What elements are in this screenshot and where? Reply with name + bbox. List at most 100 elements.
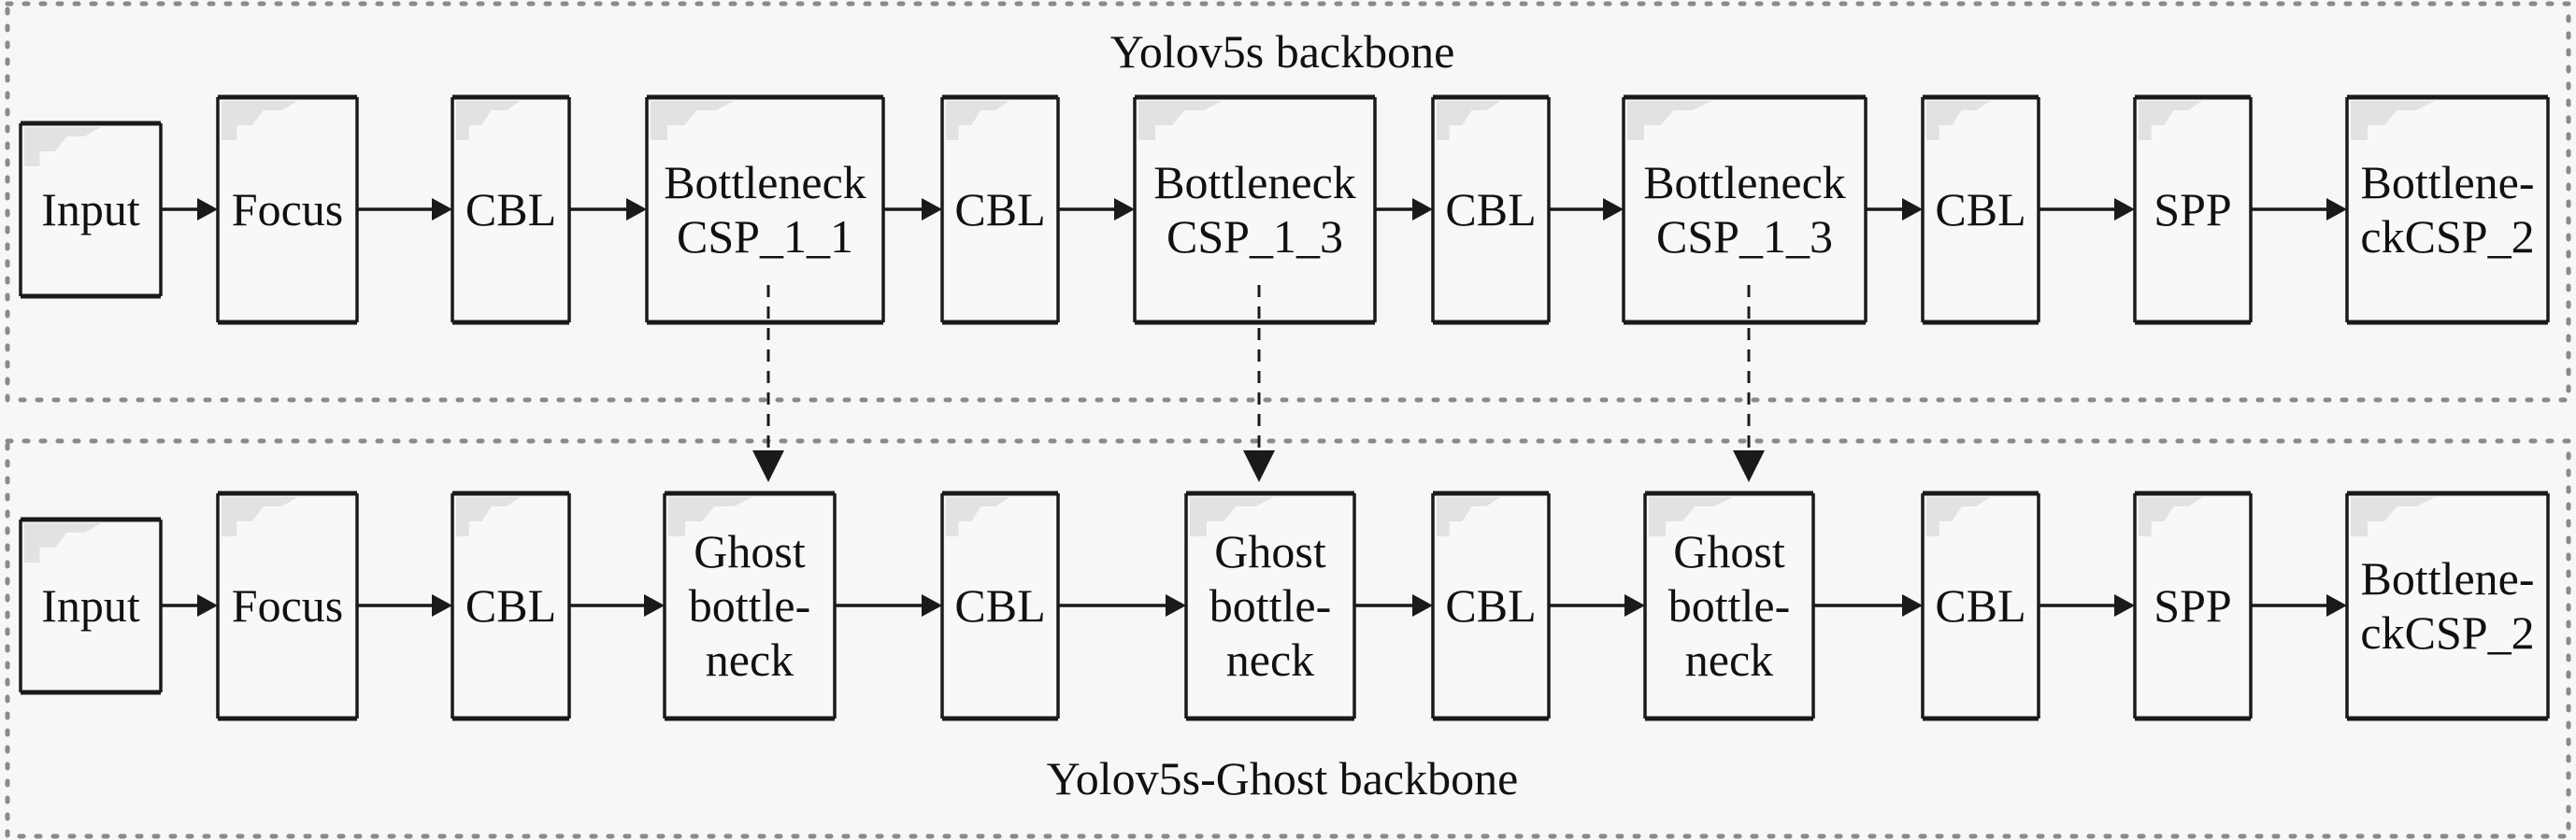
arrowhead-icon (2326, 198, 2347, 221)
node-label-line: CBL (1445, 183, 1536, 235)
corner-shade (946, 101, 1010, 140)
arrowhead-icon (197, 594, 218, 617)
arrowhead-icon (197, 198, 218, 221)
node-label: Bottlene-ckCSP_2 (2360, 156, 2534, 263)
replacement-t-bcsp-1-to-b-ghost-1 (752, 285, 784, 482)
node-b-input: Input (19, 517, 163, 695)
edge-t-bcsp-2-to-t-cbl-3 (1375, 198, 1433, 221)
corner-shade (2139, 101, 2203, 140)
flow-edges (161, 198, 2347, 617)
arrowhead-down-icon (752, 450, 784, 482)
corner-shade (2351, 101, 2435, 140)
node-b-spp: SPP (2133, 491, 2253, 721)
node-label-line: CSP_1_3 (1166, 210, 1343, 263)
node-b-cbl-1: CBL (451, 491, 571, 721)
edge-b-cbl-1-to-b-ghost-1 (569, 594, 665, 617)
bottom-panel-frame (5, 438, 2571, 839)
replacement-t-bcsp-3-to-b-ghost-3 (1733, 285, 1765, 482)
edge-b-cbl-3-to-b-ghost-3 (1549, 594, 1645, 617)
node-label-line: Ghost (1673, 525, 1785, 577)
node-label-line: CBL (954, 579, 1045, 632)
node-label: SPP (2154, 579, 2231, 632)
arrowhead-icon (644, 594, 665, 617)
corner-shade (24, 523, 102, 562)
node-label-line: CBL (954, 183, 1045, 235)
edge-t-bcsp-3-to-t-cbl-4 (1866, 198, 1923, 221)
node-box (942, 97, 1058, 322)
arrowhead-down-icon (1243, 450, 1275, 482)
node-label: CBL (954, 183, 1045, 235)
node-label-line: bottle- (1668, 579, 1791, 632)
corner-shade (1190, 497, 1274, 536)
node-label-line: CBL (1935, 183, 2025, 235)
node-t-spp: SPP (2133, 94, 2253, 325)
node-label: Input (41, 579, 140, 632)
node-box (1186, 493, 1354, 719)
node-b-focus: Focus (216, 491, 359, 721)
node-t-cbl-2: CBL (940, 94, 1060, 325)
node-label-line: CBL (1445, 579, 1536, 632)
node-label-line: Ghost (694, 525, 806, 577)
arrowhead-icon (922, 198, 942, 221)
arrowhead-icon (1624, 594, 1645, 617)
node-box (1433, 493, 1549, 719)
edge-b-cbl-2-to-b-ghost-2 (1058, 594, 1186, 617)
node-box (2135, 493, 2251, 719)
node-label-line: Input (41, 579, 140, 632)
corner-shade (1627, 101, 1711, 140)
node-label: Focus (232, 183, 343, 235)
node-label: CBL (1445, 183, 1536, 235)
node-label: CBL (1935, 183, 2025, 235)
node-label-line: CSP_1_1 (677, 210, 853, 263)
node-label-line: CBL (465, 183, 556, 235)
node-label-line: Bottlene- (2360, 156, 2534, 208)
edge-t-cbl-1-to-t-bcsp-1 (569, 198, 647, 221)
node-label-line: Focus (232, 183, 343, 235)
node-label-line: Input (41, 183, 140, 235)
node-label: CBL (465, 183, 556, 235)
node-label-line: Focus (232, 579, 343, 632)
node-label-line: Bottlene- (2360, 552, 2534, 605)
node-t-focus: Focus (216, 94, 359, 325)
corner-shade (2139, 497, 2203, 536)
node-box (1624, 97, 1866, 322)
arrowhead-icon (1412, 594, 1433, 617)
node-b-cbl-4: CBL (1921, 491, 2040, 721)
node-box (665, 493, 835, 719)
edge-t-cbl-3-to-t-bcsp-3 (1549, 198, 1624, 221)
node-label-line: CBL (465, 579, 556, 632)
node-box (2347, 97, 2548, 322)
top-panel-title: Yolov5s backbone (1110, 25, 1455, 78)
node-b-cbl-3: CBL (1431, 491, 1551, 721)
bottom-panel-title: Yolov5s-Ghost backbone (1047, 752, 1519, 804)
node-label: CBL (1445, 579, 1536, 632)
edge-t-input-to-t-focus (161, 198, 218, 221)
node-label-line: neck (1685, 634, 1773, 686)
node-b-bcsp2: Bottlene-ckCSP_2 (2345, 491, 2550, 721)
corner-shade (651, 101, 735, 140)
node-label-line: neck (1226, 634, 1314, 686)
node-label: Input (41, 183, 140, 235)
corner-shade (222, 497, 298, 536)
node-box (2347, 493, 2548, 719)
corner-shade (456, 497, 521, 536)
edge-b-spp-to-b-bcsp2 (2251, 594, 2347, 617)
node-label: Bottlene-ckCSP_2 (2360, 552, 2534, 659)
replacement-arrows (752, 285, 1765, 482)
node-label: CBL (1935, 579, 2025, 632)
node-label-line: SPP (2154, 183, 2231, 235)
corner-shade (222, 101, 298, 140)
node-label: SPP (2154, 183, 2231, 235)
node-label-line: neck (706, 634, 794, 686)
corner-shade (1437, 497, 1501, 536)
node-label-line: CSP_1_3 (1656, 210, 1833, 263)
edge-t-focus-to-t-cbl-1 (357, 198, 452, 221)
